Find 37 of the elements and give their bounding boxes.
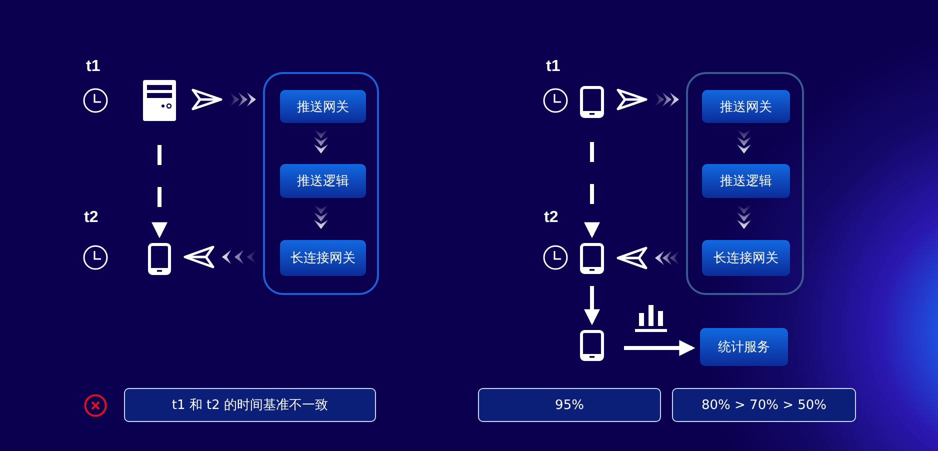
paper-plane-icon <box>616 88 648 111</box>
server-icon <box>143 80 176 121</box>
note-box: 95% <box>478 388 661 422</box>
arrow <box>624 340 696 356</box>
paper-plane-icon <box>616 246 648 270</box>
group-frame <box>263 72 379 295</box>
time-label: t1 <box>86 58 100 76</box>
time-label: t2 <box>544 209 558 227</box>
arrow <box>584 142 600 238</box>
chevron-arrow <box>222 250 256 264</box>
process-box: 长连接网关 <box>702 240 790 276</box>
chevron-arrow <box>314 130 328 154</box>
time-label: t2 <box>84 209 98 227</box>
group-frame <box>686 72 804 295</box>
process-box: 统计服务 <box>700 328 788 366</box>
arrow <box>152 145 168 238</box>
chevron-arrow <box>230 92 256 106</box>
note-box: 80% > 70% > 50% <box>672 388 856 422</box>
tablet-icon <box>580 330 604 361</box>
note-box: t1 和 t2 的时间基准不一致 <box>124 388 376 422</box>
process-box: 推送网关 <box>702 90 790 123</box>
time-label: t1 <box>546 58 560 76</box>
chevron-arrow <box>655 251 679 265</box>
chevron-arrow <box>737 130 751 154</box>
chevron-arrow <box>655 92 679 106</box>
chevron-arrow <box>737 205 751 229</box>
process-box: 推送逻辑 <box>702 164 790 198</box>
paper-plane-icon <box>191 88 223 111</box>
chevron-arrow <box>314 205 328 229</box>
tablet-icon <box>148 243 171 275</box>
process-box: 推送逻辑 <box>280 164 366 198</box>
arrow <box>584 286 600 326</box>
process-box: 长连接网关 <box>280 240 366 276</box>
tablet-icon <box>580 243 604 274</box>
process-box: 推送网关 <box>280 90 366 123</box>
paper-plane-icon <box>183 245 215 269</box>
tablet-icon <box>580 86 604 118</box>
